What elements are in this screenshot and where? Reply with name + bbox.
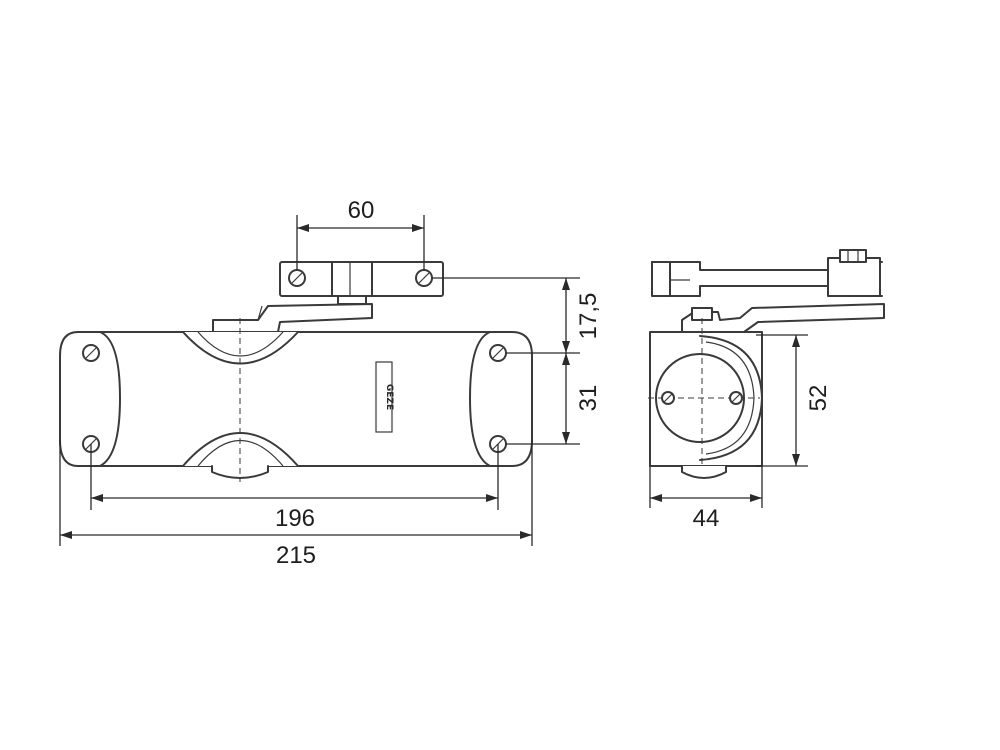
arm-lever (212, 303, 373, 333)
dimension-label-196: 196 (275, 505, 315, 532)
side-lever (681, 303, 885, 333)
side-body (648, 318, 763, 479)
dimension-label-60: 60 (348, 197, 375, 224)
dimension-label-17-5: 17,5 (575, 293, 602, 340)
dimension-vertical-right: 17,5 31 (432, 277, 602, 445)
arm-bracket (279, 261, 444, 305)
dimension-mounting-hole-spacing: 196 (90, 444, 499, 532)
dimension-label-31: 31 (575, 385, 602, 412)
dimension-side-height: 52 (756, 334, 832, 467)
brand-logo-text: GEZE (384, 384, 394, 410)
front-view: GEZE 60 17,5 31 (59, 197, 602, 569)
side-arm (651, 249, 883, 297)
side-view: 52 44 (648, 249, 885, 532)
brand-plate: GEZE (375, 361, 394, 433)
dimension-overall-length: 215 (59, 440, 533, 569)
dimension-label-215: 215 (276, 542, 316, 569)
dimension-arm-hole-spacing: 60 (296, 197, 425, 270)
dimension-side-depth: 44 (649, 466, 763, 532)
dimension-label-52: 52 (805, 385, 832, 412)
dimension-label-44: 44 (693, 505, 720, 532)
closer-body: GEZE (59, 318, 533, 482)
